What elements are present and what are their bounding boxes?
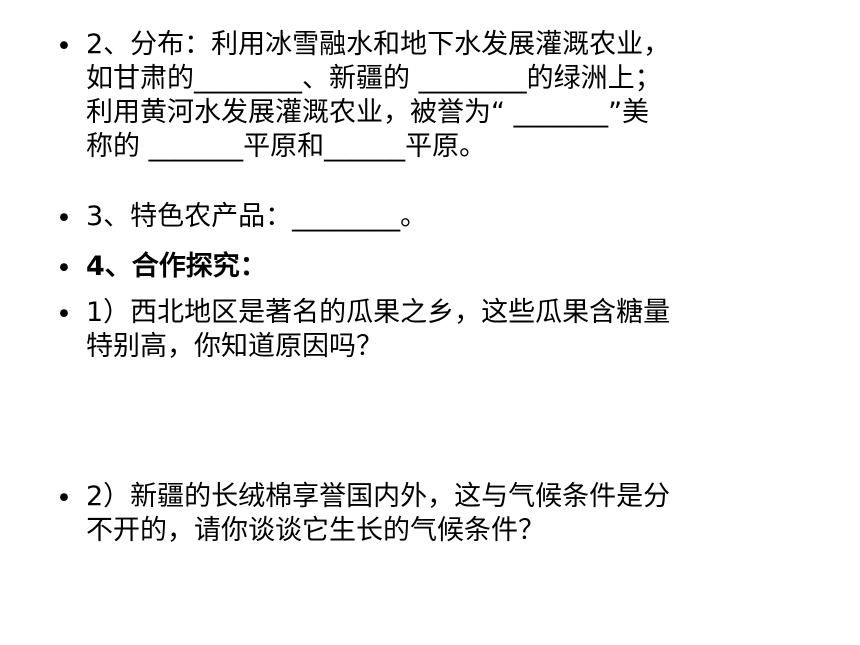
text-line: 2、分布：利用冰雪融水和地下水发展灌溉农业， (86, 29, 671, 60)
bullet-marker: • (56, 483, 72, 514)
text-line: 3、特色农产品：________。 (86, 201, 428, 232)
bullet-marker: • (56, 203, 72, 234)
text-line: 如甘肃的________、新疆的 ________的绿洲上； (86, 63, 662, 94)
text-line: 1）西北地区是著名的瓜果之乡，这些瓜果含糖量 (86, 297, 671, 328)
text-line: 2）新疆的长绒棉享誉国内外，这与气候条件是分 (86, 481, 671, 512)
text-line: 利用黄河水发展灌溉农业，被誉为“ _______”美 (86, 97, 650, 128)
text-line: 4、合作探究： (86, 251, 267, 282)
list-item-question-1: 1）西北地区是著名的瓜果之乡，这些瓜果含糖量 特别高，你知道原因吗？ (86, 296, 826, 364)
list-item-specialty-products: 3、特色农产品：________。 (86, 200, 826, 234)
bullet-marker: • (56, 31, 72, 62)
list-item-cooperative-inquiry: 4、合作探究： (86, 250, 826, 284)
text-line: 不开的，请你谈谈它生长的气候条件？ (86, 515, 545, 546)
list-item-question-2: 2）新疆的长绒棉享誉国内外，这与气候条件是分 不开的，请你谈谈它生长的气候条件？ (86, 480, 826, 548)
text-line: 特别高，你知道原因吗？ (86, 331, 383, 362)
bullet-marker: • (56, 253, 72, 284)
bullet-marker: • (56, 299, 72, 330)
text-line: 称的 _______平原和______平原。 (86, 131, 487, 162)
list-item-distribution: 2、分布：利用冰雪融水和地下水发展灌溉农业， 如甘肃的________、新疆的 … (86, 28, 826, 164)
